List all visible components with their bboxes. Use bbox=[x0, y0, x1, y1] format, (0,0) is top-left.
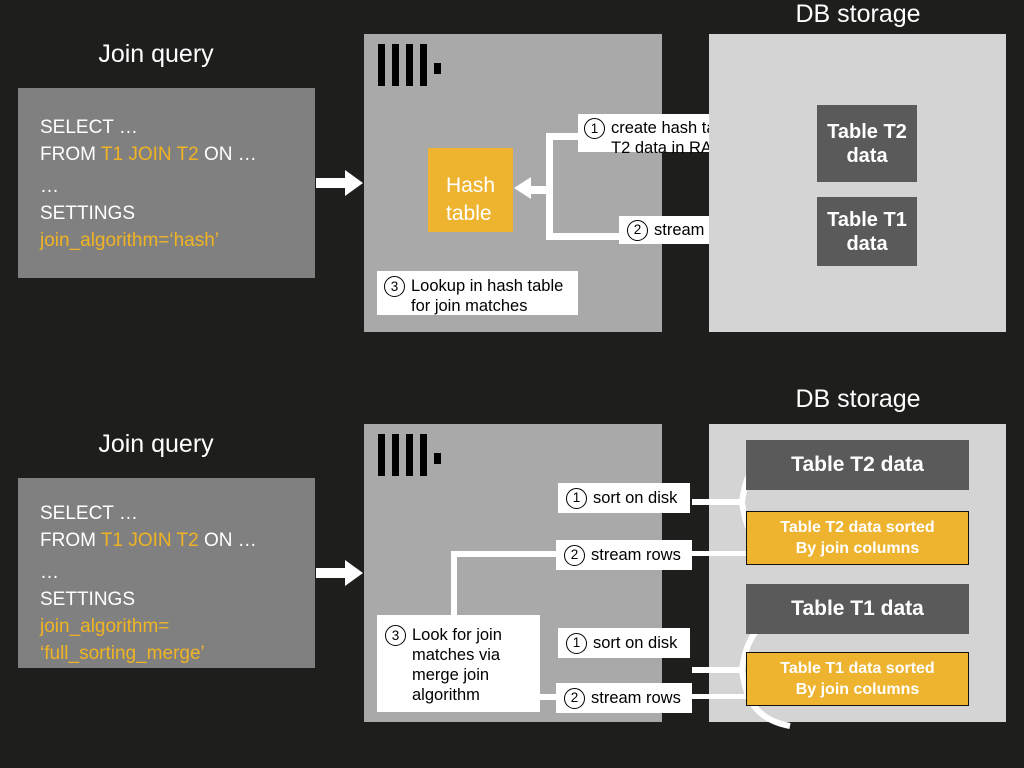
bottom-table-t1-sorted-line-2: By join columns bbox=[795, 681, 920, 698]
callout-merge-join-line-2: matches via bbox=[412, 646, 501, 664]
callout-number-1-t1: 1 bbox=[566, 632, 587, 654]
hash-table-line-1: Hash bbox=[446, 174, 496, 197]
top-join-query-title: Join query bbox=[98, 40, 214, 68]
bottom-join-query-title: Join query bbox=[98, 430, 214, 458]
bottom-query-to-engine-arrow bbox=[316, 560, 363, 586]
callout-merge-join-line-1: Look for join bbox=[412, 626, 502, 644]
top-query-to-engine-arrow bbox=[316, 170, 363, 196]
callout-number-3-bottom: 3 bbox=[385, 625, 406, 646]
bottom-table-t1-box: Table T1 data bbox=[746, 584, 969, 634]
callout-merge-join: 3 Look for join matches via merge join a… bbox=[377, 615, 540, 712]
top-hash-arrow bbox=[514, 177, 552, 199]
bottom-query-from: FROM bbox=[40, 530, 101, 551]
top-table-t2-box: Table T2 data bbox=[817, 105, 917, 182]
bottom-query-line-5: join_algorithm= bbox=[40, 616, 170, 637]
hash-table-line-2: table bbox=[446, 202, 492, 225]
callout-lookup-line-1: Lookup in hash table bbox=[411, 277, 564, 295]
callout-sort-on-disk-t2: 1 sort on disk bbox=[558, 483, 690, 513]
bottom-stream-t1-horizontal bbox=[538, 694, 562, 700]
bottom-query-line-1: SELECT … bbox=[40, 503, 138, 524]
bottom-table-t1-label: Table T1 data bbox=[791, 597, 924, 620]
bottom-query-box: SELECT … FROM T1 JOIN T2 ON … … SETTINGS… bbox=[18, 478, 315, 668]
top-storage-panel bbox=[709, 34, 1006, 332]
bottom-query-on: ON … bbox=[198, 530, 257, 551]
top-query-join-expr: T1 JOIN T2 bbox=[100, 144, 199, 165]
bottom-table-t1-sorted-line-1: Table T1 data sorted bbox=[780, 660, 935, 677]
callout-create-hash-line-2: T2 data in RAM bbox=[611, 139, 726, 157]
callout-stream-rows-text-t1: stream rows bbox=[591, 689, 681, 707]
callout-number-2: 2 bbox=[627, 219, 648, 241]
bottom-table-t2-sorted-line-2: By join columns bbox=[795, 540, 920, 557]
bottom-db-storage-title: DB storage bbox=[795, 385, 921, 413]
top-table-t2-line-2: data bbox=[846, 144, 888, 167]
callout-lookup-hash-table: 3 Lookup in hash table for join matches bbox=[377, 271, 578, 315]
top-db-storage-title: DB storage bbox=[795, 0, 921, 28]
callout-number-1-t2: 1 bbox=[566, 487, 587, 509]
bottom-table-t2-box: Table T2 data bbox=[746, 440, 969, 490]
bottom-query-line-2: FROM T1 JOIN T2 ON … bbox=[40, 527, 315, 554]
clickhouse-logo-icon-bottom bbox=[378, 434, 448, 484]
callout-sort-on-disk-text-t1: sort on disk bbox=[593, 634, 678, 652]
top-table-t1-line-1: Table T1 bbox=[827, 208, 907, 231]
bottom-table-t2-sorted-line-1: Table T2 data sorted bbox=[780, 519, 935, 536]
top-query-line-4: SETTINGS bbox=[40, 203, 136, 224]
top-query-line-5: join_algorithm=‘hash’ bbox=[40, 230, 220, 251]
callout-number-1: 1 bbox=[584, 118, 605, 139]
bottom-table-t2-label: Table T2 data bbox=[791, 453, 924, 476]
callout-stream-rows-t2: 2 stream rows bbox=[556, 540, 692, 570]
callout-lookup-line-2: for join matches bbox=[411, 297, 528, 315]
bottom-stream-t2-horizontal bbox=[451, 551, 561, 557]
callout-merge-join-line-3: merge join bbox=[412, 666, 490, 684]
callout-number-2-t1: 2 bbox=[564, 687, 585, 709]
bottom-line-stream-t1-to-sorted bbox=[690, 694, 748, 699]
bottom-query-line-3: … bbox=[40, 562, 59, 583]
top-query-line-2: FROM T1 JOIN T2 ON … bbox=[40, 141, 315, 168]
top-bracket-bottom-arm bbox=[546, 233, 626, 240]
callout-sort-on-disk-text-t2: sort on disk bbox=[593, 489, 678, 507]
bottom-table-t1-sorted-box: Table T1 data sorted By join columns bbox=[746, 652, 969, 706]
callout-stream-rows-text-t2: stream rows bbox=[591, 546, 681, 564]
bottom-table-t2-sorted-box: Table T2 data sorted By join columns bbox=[746, 511, 969, 565]
top-bracket-top-arm bbox=[546, 133, 586, 140]
callout-number-3: 3 bbox=[384, 276, 405, 297]
top-query-from: FROM bbox=[40, 144, 101, 165]
top-query-line-3: … bbox=[40, 176, 59, 197]
top-query-line-1: SELECT … bbox=[40, 117, 138, 138]
clickhouse-logo-icon bbox=[378, 44, 448, 94]
bottom-query-line-6: ‘full_sorting_merge’ bbox=[40, 643, 205, 664]
callout-number-2-t2: 2 bbox=[564, 544, 585, 566]
callout-merge-join-line-4: algorithm bbox=[412, 686, 480, 704]
bottom-line-stream-t2-to-sorted bbox=[690, 551, 748, 556]
bottom-query-join-expr: T1 JOIN T2 bbox=[100, 530, 199, 551]
hash-table-box: Hash table bbox=[428, 148, 513, 232]
top-query-box: SELECT … FROM T1 JOIN T2 ON … … SETTINGS… bbox=[18, 88, 315, 278]
bottom-stream-t2-vertical bbox=[451, 551, 457, 617]
callout-stream-rows-t1: 2 stream rows bbox=[556, 683, 692, 713]
top-table-t1-line-2: data bbox=[846, 232, 888, 255]
top-table-t2-line-1: Table T2 bbox=[827, 120, 907, 143]
top-query-on: ON … bbox=[198, 144, 257, 165]
top-table-t1-box: Table T1 data bbox=[817, 197, 917, 266]
callout-sort-on-disk-t1: 1 sort on disk bbox=[558, 628, 690, 658]
bottom-query-line-4: SETTINGS bbox=[40, 589, 136, 610]
